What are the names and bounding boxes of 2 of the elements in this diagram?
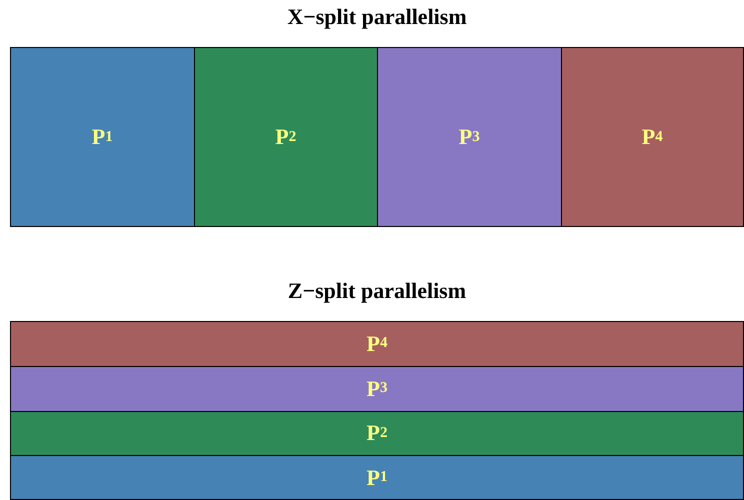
panel-heading: Z−split parallelism (288, 278, 466, 304)
panel-heading: X−split parallelism (287, 4, 467, 30)
